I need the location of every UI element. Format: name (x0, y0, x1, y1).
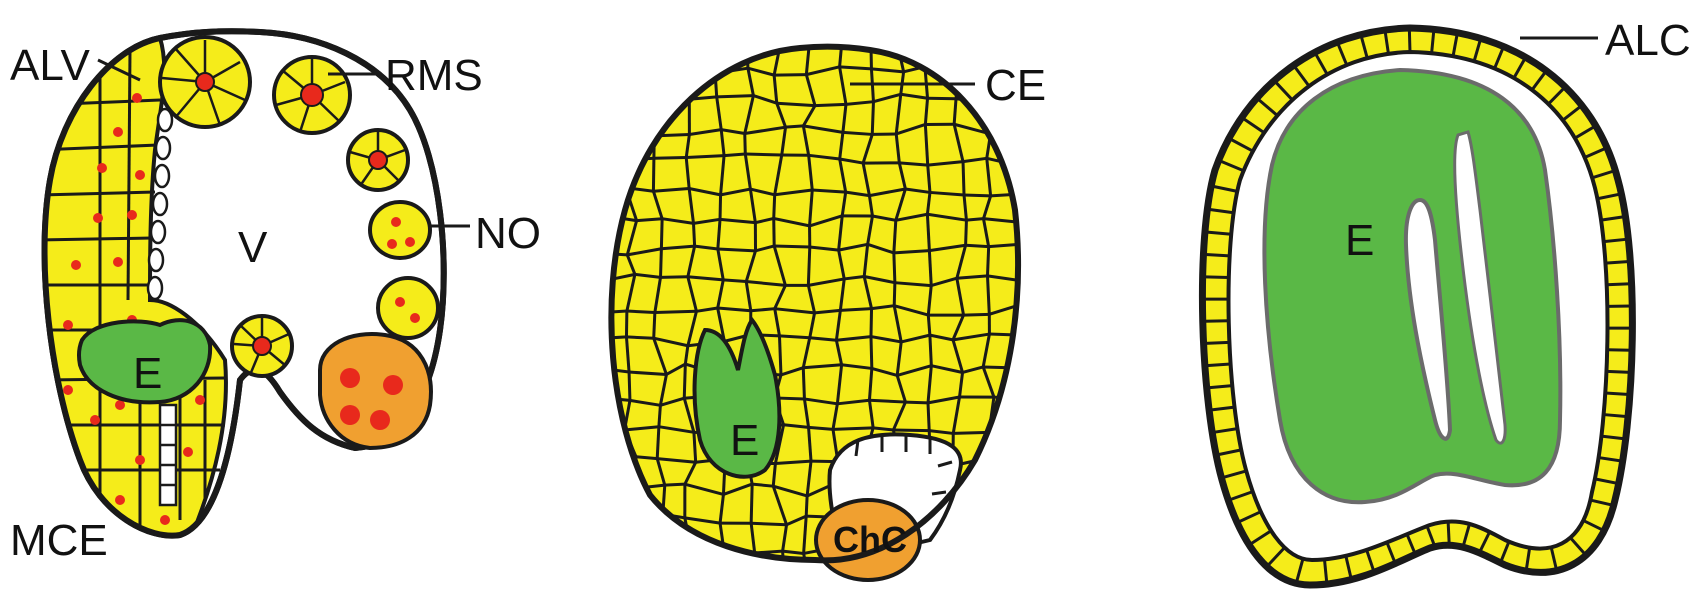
label-chc: ChC (833, 519, 907, 560)
panel-c: ALC E (1202, 16, 1690, 585)
label-ce: CE (985, 61, 1046, 110)
label-no: NO (475, 209, 541, 258)
label-alc: ALC (1605, 16, 1691, 65)
panel-a: ALV RMS NO V E MCE (10, 31, 541, 565)
label-alv: ALV (10, 41, 91, 90)
label-e-b: E (730, 416, 759, 465)
label-rms: RMS (385, 51, 483, 100)
label-e-c: E (1345, 216, 1374, 265)
label-mce: MCE (10, 516, 108, 565)
panel-a-chalazal-cell (320, 334, 431, 448)
label-e-a: E (133, 349, 162, 398)
panel-b: CE E ChC (593, 35, 1046, 586)
label-v: V (238, 223, 268, 272)
